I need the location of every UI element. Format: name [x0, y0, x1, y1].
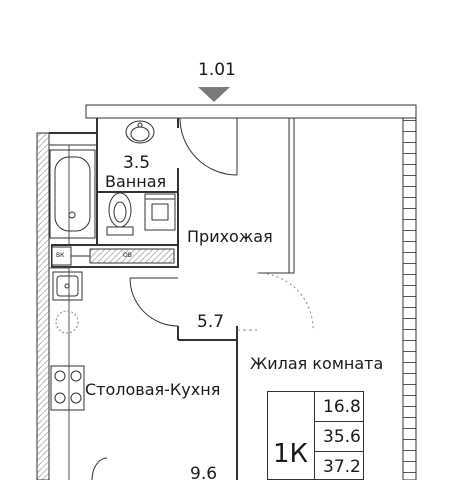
exterior-walls [36, 104, 417, 480]
kitchen-label: Столовая-Кухня [85, 380, 221, 399]
hallway-area: 5.7 [197, 312, 225, 332]
living-room-door [256, 272, 314, 330]
bathroom-label: Ванная [105, 172, 167, 191]
vk-label: ВК [56, 252, 65, 259]
full-area-value: 37.2 [323, 457, 361, 477]
apartment-number: 1.01 [198, 60, 236, 80]
total-area-value: 35.6 [323, 427, 361, 447]
partition-walls [177, 117, 295, 480]
bathroom-door [179, 117, 238, 176]
hallway-door [129, 277, 179, 327]
bathtub [49, 149, 96, 239]
hallway-label: Прихожая [187, 227, 273, 246]
kitchen-counter [49, 267, 70, 480]
washbasin [125, 120, 155, 144]
kitchen-sink [52, 271, 83, 301]
washing-machine [144, 193, 176, 231]
kitchen-area: 9.6 [190, 464, 218, 484]
kitchen-door [91, 457, 108, 480]
living-area-value: 16.8 [323, 397, 361, 417]
dishwasher [55, 310, 79, 334]
entrance-arrow-icon [198, 87, 230, 102]
bathroom-area: 3.5 [123, 153, 151, 173]
bathroom-walls [96, 118, 179, 245]
apartment-type: 1К [273, 439, 309, 469]
utility-shaft [51, 244, 179, 268]
ov-label: ОВ [123, 252, 132, 259]
stove [50, 365, 85, 411]
toilet [106, 192, 134, 236]
living-room-label: Жилая комната [250, 354, 384, 373]
